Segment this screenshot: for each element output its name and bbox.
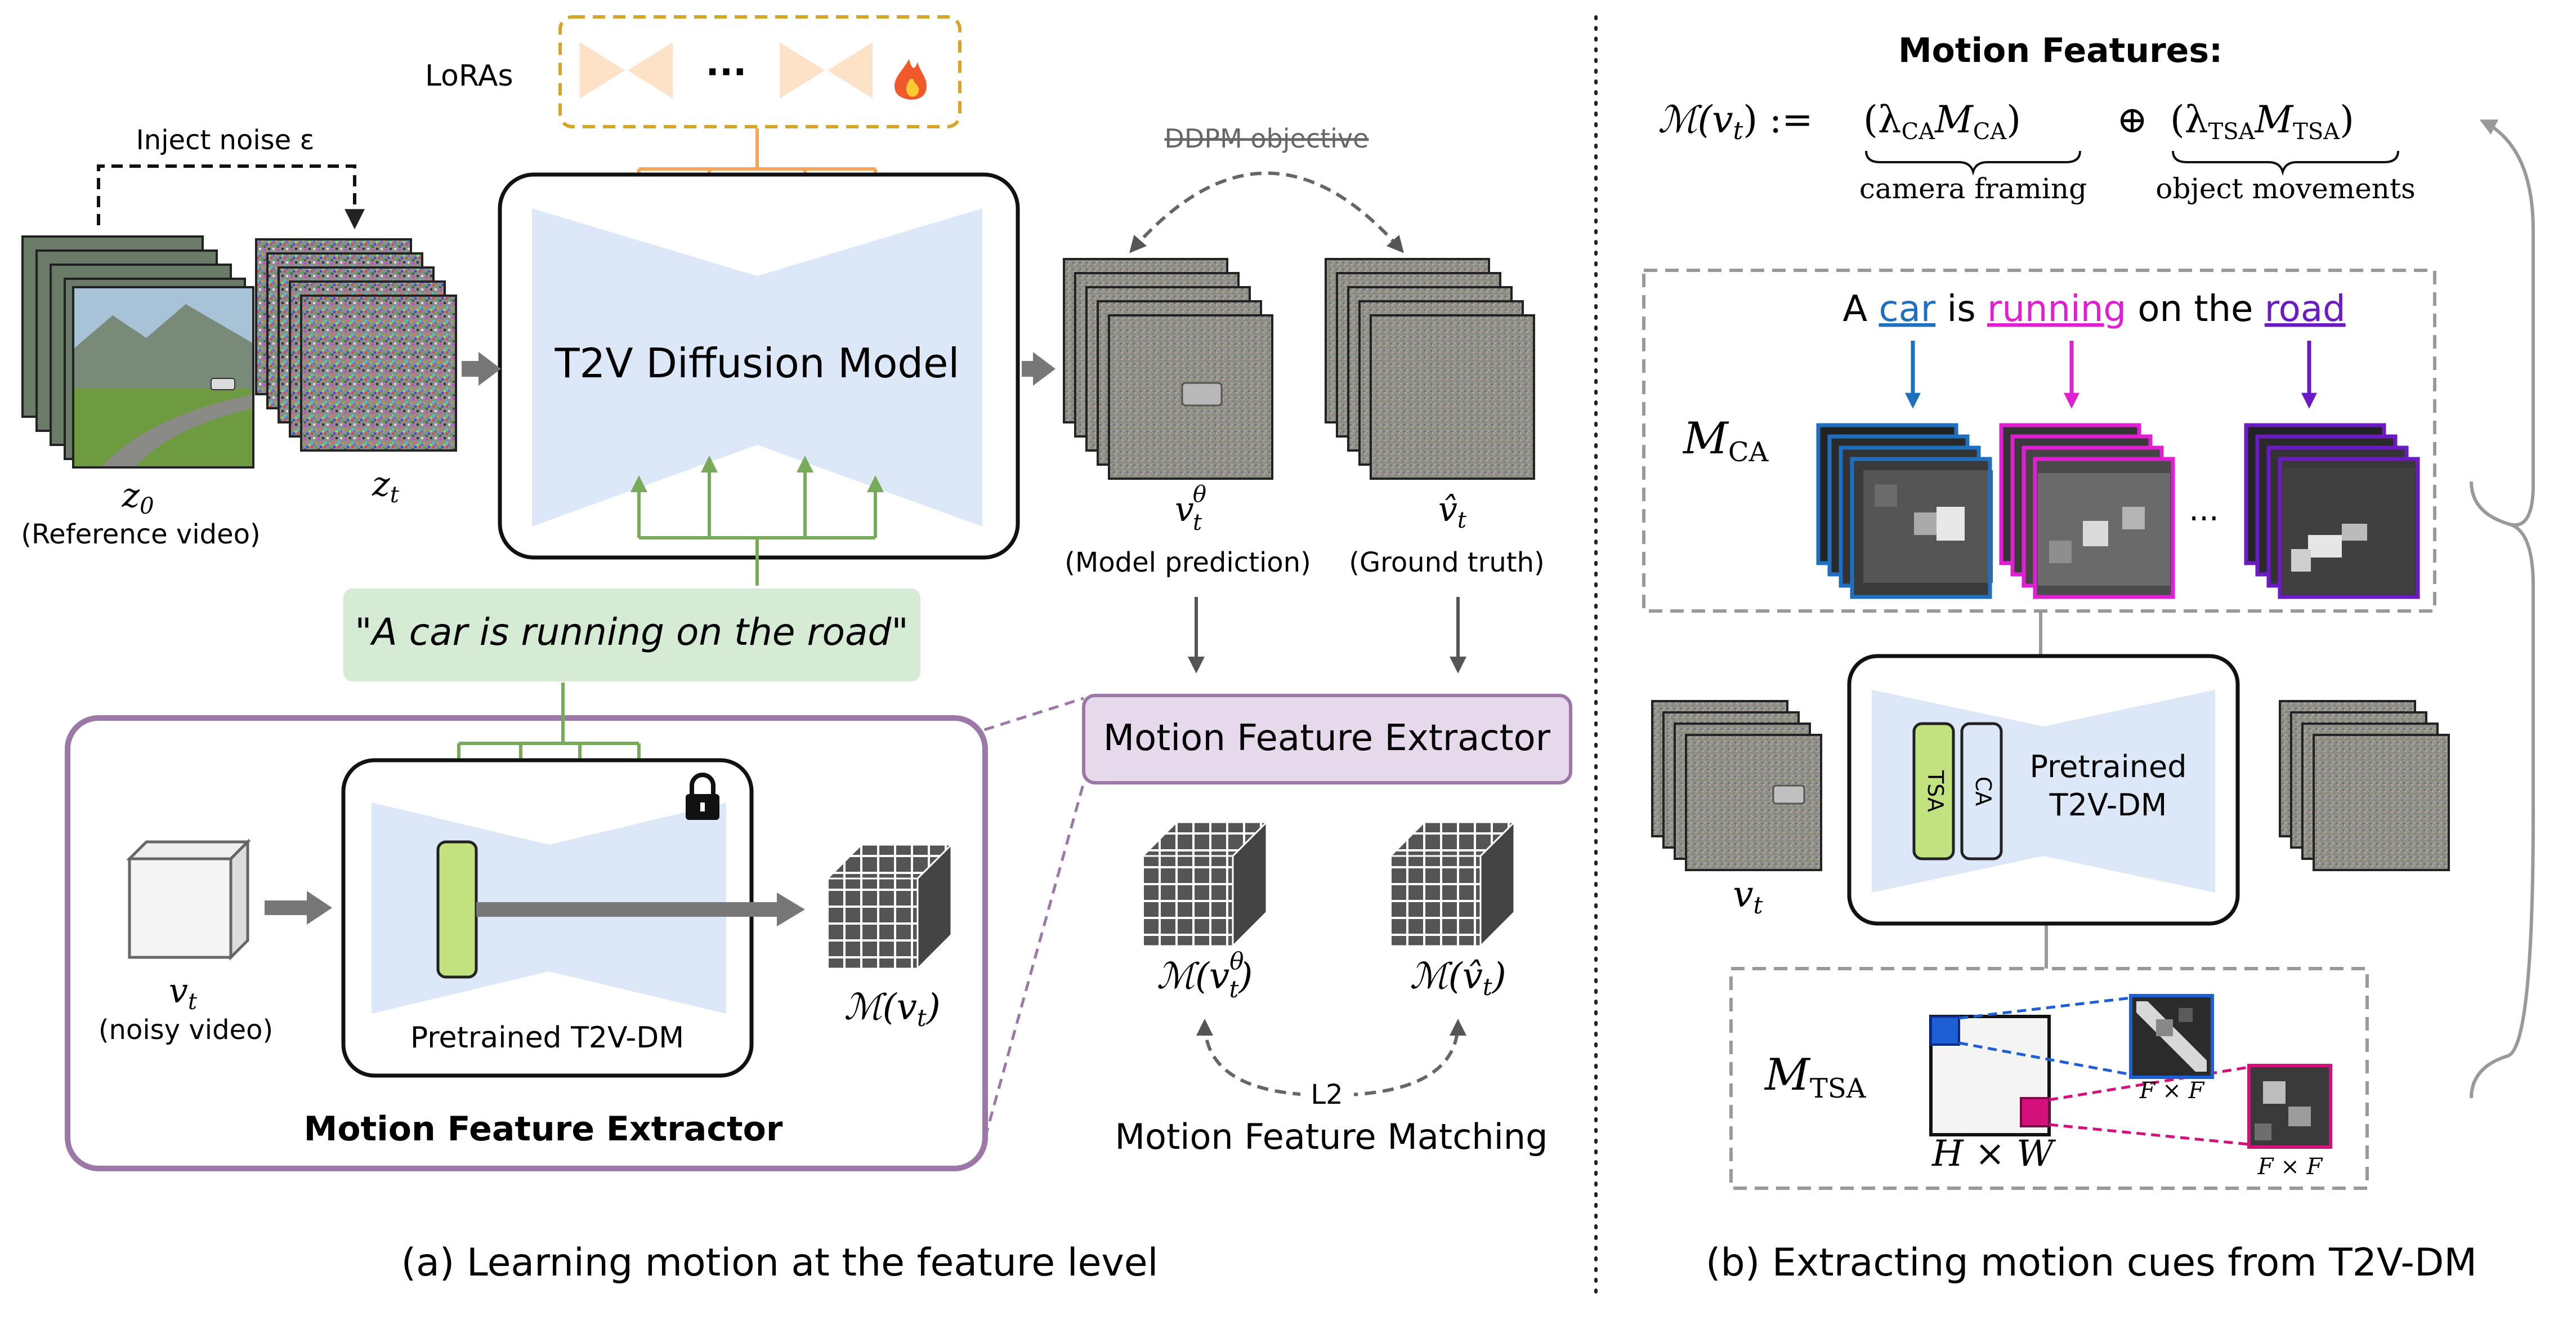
feature-extraction-arrowhead (777, 893, 805, 926)
output-arrow-head (1033, 352, 1056, 386)
brace-camera (1865, 150, 2081, 176)
extractor-title: Motion Feature Extractor (304, 1109, 783, 1149)
caption-b: (b) Extracting motion cues from T2V-DM (1706, 1241, 2477, 1285)
model-prediction-stack (1063, 258, 1273, 480)
motion-features-title: Motion Features: (1898, 31, 2222, 70)
tsa-block (1912, 722, 1955, 860)
lora-adapter-2 (780, 42, 873, 99)
mca-label: MCA (1682, 413, 1769, 468)
ddpm-objective-label: DDPM objective (1165, 123, 1369, 154)
pretrained-label-line1: Pretrained (2029, 749, 2186, 784)
extractor-output-label: ℳ(vt) (844, 987, 940, 1032)
feedback-arrow-upper (2470, 119, 2535, 527)
temporal-attention-map-2 (2247, 1064, 2332, 1149)
reference-frame-image (72, 286, 254, 469)
temporal-attention-map-1 (2129, 994, 2214, 1079)
lock-icon (686, 773, 719, 820)
ddpm-objective-arc (1129, 171, 1404, 253)
running-attention-maps (1999, 423, 2175, 599)
inject-noise-label: Inject noise ε (136, 124, 315, 156)
model-prediction-desc: (Model prediction) (1065, 547, 1311, 578)
motion-features-formula: ℳ(vt) := (λCAMCA) ⊕ (λTSAMTSA) camera fr… (1658, 98, 2416, 205)
text-prompt-box (343, 588, 920, 681)
feedback-arrow-lower (2470, 522, 2535, 1099)
unet-shape (532, 208, 982, 527)
feature-cube-pred (1141, 820, 1269, 948)
formula-term-object: (λTSAMTSA) (2170, 98, 2354, 145)
camera-framing-label: camera framing (1859, 172, 2087, 205)
frozen-model-label: Pretrained T2V-DM (410, 1021, 684, 1055)
ground-truth-desc: (Ground truth) (1349, 547, 1544, 578)
road-attention-maps (2244, 423, 2420, 599)
noisy-input-label: vt (169, 971, 198, 1015)
fire-icon (895, 59, 927, 100)
query-patch-1 (1930, 1015, 1960, 1046)
loras-ellipsis: ··· (706, 52, 747, 93)
prompt-sentence: A car is running on the road (1842, 288, 2345, 330)
formula-oplus: ⊕ (2117, 98, 2148, 141)
tsa-layer-block (436, 840, 478, 979)
lora-adapter-1 (580, 42, 673, 99)
tsa-block-label: TSA (1923, 770, 1948, 812)
diffusion-model-label: T2V Diffusion Model (554, 340, 960, 387)
v-gt-label: v̂t (1438, 490, 1467, 533)
car-attention-maps (1816, 423, 1993, 599)
loras-label: LoRAs (425, 59, 513, 93)
brace-object (2172, 150, 2399, 176)
zoom-line-top (968, 697, 1084, 737)
cross-attention-maps-box (1642, 269, 2436, 613)
motion-feature-extractor-box (1082, 694, 1572, 784)
attention-maps-ellipsis: ··· (2189, 501, 2219, 537)
text-prompt: "A car is running on the road" (355, 610, 908, 654)
ground-truth-stack (1325, 258, 1535, 480)
noisy-video-cube (126, 838, 252, 961)
vt-label: vt (1733, 874, 1763, 919)
zoom-line-pink-bottom (2049, 1123, 2249, 1146)
ca-block (1960, 722, 2003, 860)
z0-label: z0 (121, 476, 154, 519)
inject-noise-arrow (97, 164, 365, 230)
l2-matching-arc (1196, 1019, 1466, 1098)
l2-label: L2 (1311, 1079, 1343, 1111)
vt-input-stack (1651, 700, 1822, 871)
zt-label: zt (372, 465, 400, 508)
input-to-extractor-arrowhead (307, 891, 332, 925)
input-arrow-head (478, 352, 501, 386)
ca-block-label: CA (1971, 777, 1996, 806)
output-video-stack (2279, 700, 2450, 871)
ff-label-2: F × F (2257, 1154, 2323, 1180)
caption-a: (a) Learning motion at the feature level (401, 1241, 1159, 1285)
prompt-conditioning-arrows (630, 456, 884, 586)
motion-feature-extractor-box-label: Motion Feature Extractor (1103, 717, 1551, 759)
noisy-video-desc: (noisy video) (99, 1014, 273, 1046)
object-movements-label: object movements (2155, 172, 2416, 205)
ff-label-1: F × F (2139, 1078, 2205, 1104)
pretrained-unet-b-shape (1872, 690, 2215, 893)
matching-label: Motion Feature Matching (1115, 1116, 1548, 1157)
zoom-line-bottom (983, 782, 1085, 1138)
feature-cube-gt (1388, 820, 1517, 948)
noised-latent-stack (255, 238, 457, 452)
reference-video-stack (21, 235, 254, 469)
query-patch-2 (2020, 1097, 2050, 1127)
pretrained-label-line2: T2V-DM (2049, 787, 2167, 823)
l2-label-bg (1300, 1077, 1354, 1111)
zoom-line-pink-top (2049, 1065, 2249, 1102)
hw-attention-matrix (1929, 1015, 2051, 1136)
formula-term-camera: (λCAMCA) (1863, 98, 2021, 145)
formula-lhs: ℳ(vt) := (1658, 98, 1813, 145)
mtsa-label: MTSA (1764, 1050, 1867, 1104)
reference-video-desc: (Reference video) (21, 519, 261, 550)
hw-label: H × W (1931, 1133, 2056, 1175)
feature-cube-output (825, 842, 954, 971)
feature-gt-label: ℳ(v̂t) (1410, 956, 1506, 1001)
loras-box (558, 15, 961, 128)
